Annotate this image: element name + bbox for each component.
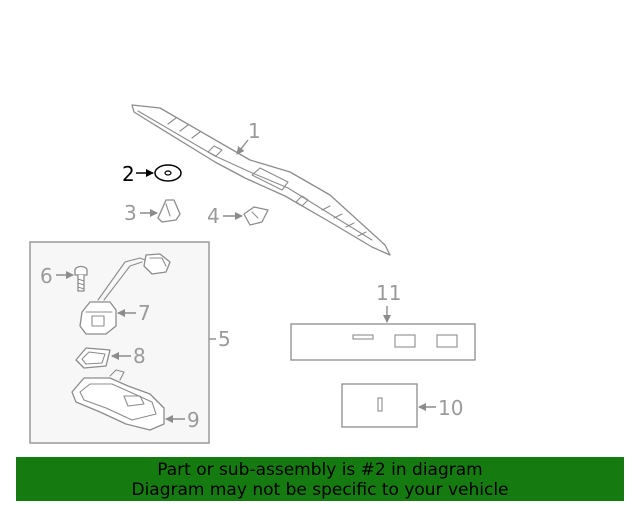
callout-11: 11 [376, 281, 401, 305]
leader-1 [236, 139, 249, 155]
banner-line-2: Diagram may not be specific to your vehi… [131, 480, 509, 500]
part-8-gasket[interactable] [75, 347, 111, 369]
part-3-clip[interactable] [157, 199, 181, 223]
callout-8: 8 [133, 344, 146, 368]
part-1-molding[interactable] [131, 104, 391, 256]
callout-2: 2 [122, 162, 135, 186]
callout-6: 6 [40, 264, 53, 288]
callout-5: 5 [218, 327, 231, 351]
callout-7: 7 [138, 301, 151, 325]
part-4-clip[interactable] [243, 206, 269, 226]
part-9-housing[interactable] [71, 369, 165, 431]
info-banner: Part or sub-assembly is #2 in diagram Di… [16, 457, 624, 501]
part-6-screw[interactable] [74, 265, 88, 292]
part-2-disc[interactable] [154, 164, 182, 182]
callout-3: 3 [124, 201, 137, 225]
banner-line-1: Part or sub-assembly is #2 in diagram [157, 460, 483, 480]
part-10-label[interactable] [341, 383, 418, 428]
part-7-camera-harness[interactable] [79, 253, 171, 335]
callout-10: 10 [438, 396, 463, 420]
callout-9: 9 [187, 408, 200, 432]
part-11-plate[interactable] [290, 323, 476, 361]
callout-4: 4 [207, 204, 220, 228]
callout-1: 1 [248, 119, 261, 143]
